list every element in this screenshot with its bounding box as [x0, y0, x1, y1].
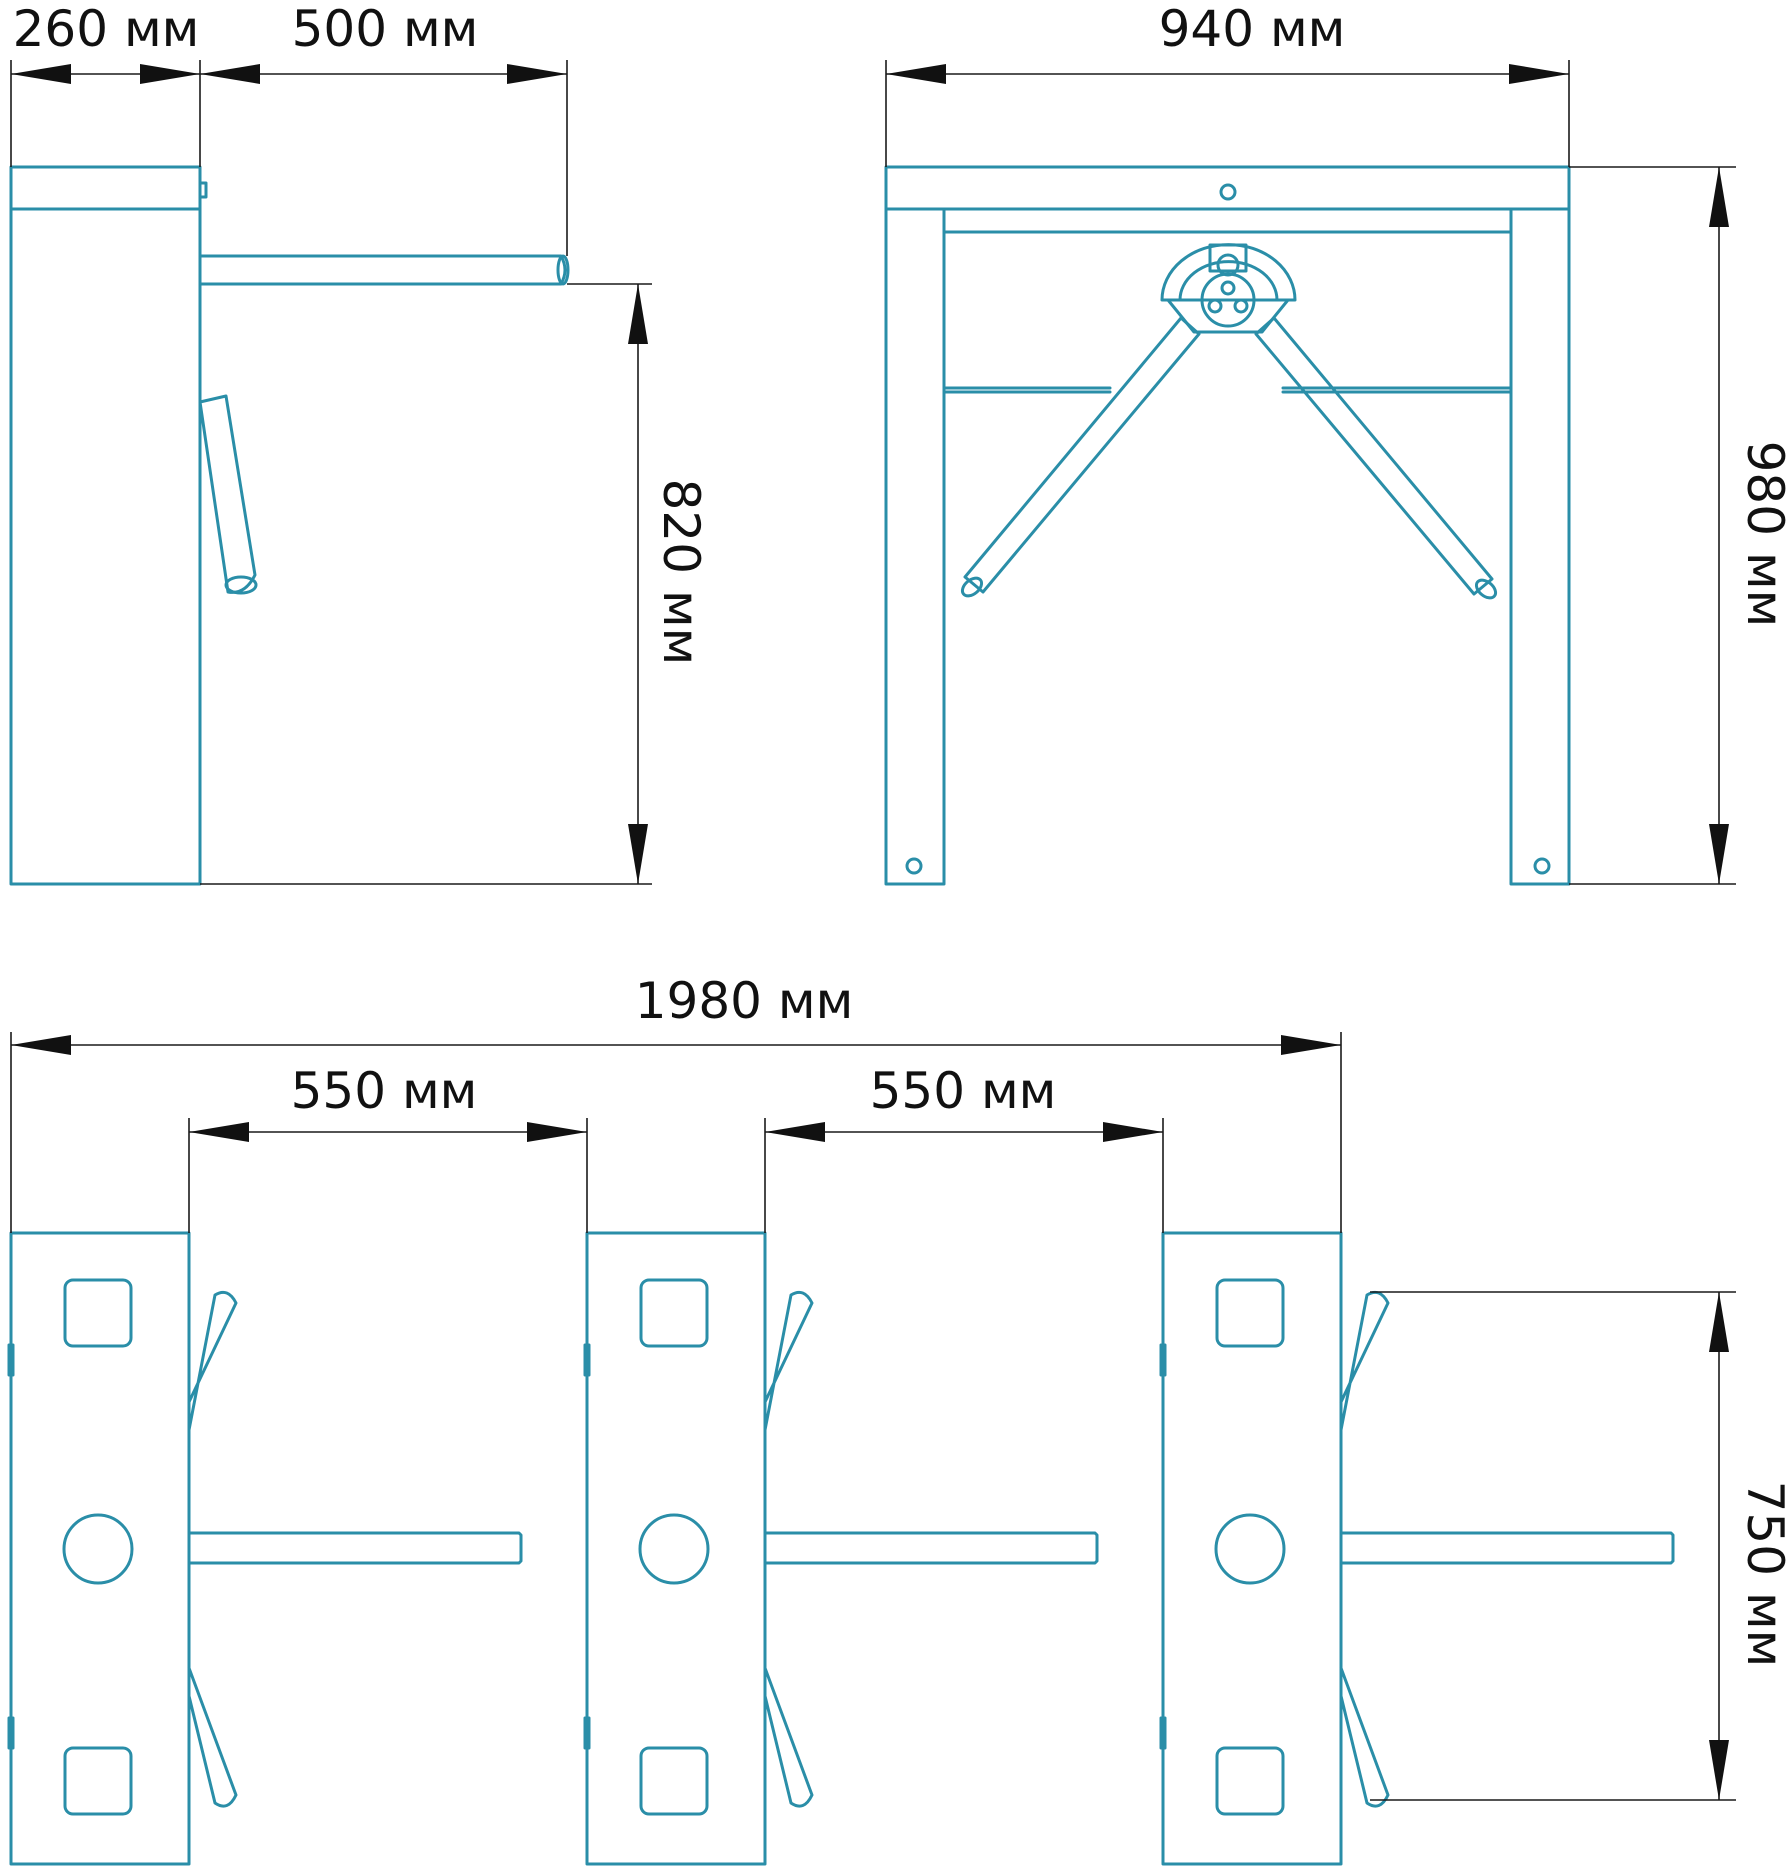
- front-right-leg: [1509, 207, 1571, 886]
- plan-horizontal-arm: [1339, 1531, 1675, 1565]
- side-view: [9, 165, 570, 886]
- plan-passage-2-label: 550 мм: [870, 1062, 1057, 1120]
- front-top-beam: [884, 165, 1571, 211]
- plan-cabinet-3: [1159, 1231, 1675, 1866]
- front-right-arm-end: [1474, 578, 1498, 600]
- front-left-arm-end: [960, 576, 984, 598]
- plan-total-width-label: 1980 мм: [635, 972, 854, 1030]
- side-arm-length-label: 500 мм: [292, 0, 479, 58]
- plan-upper-arm: [187, 1290, 238, 1432]
- plan-square-mount: [63, 1746, 133, 1816]
- plan-square-mount: [639, 1278, 709, 1348]
- plan-dimension-lines: [10, 1032, 1736, 1801]
- plan-lower-arm: [763, 1666, 814, 1808]
- front-width-label: 940 мм: [1159, 0, 1346, 58]
- side-cabinet-body: [9, 207, 202, 886]
- plan-horizontal-arm: [763, 1531, 1099, 1565]
- front-left-leg: [884, 207, 946, 886]
- front-dimension-lines: [885, 60, 1736, 885]
- side-depth-label: 260 мм: [13, 0, 200, 58]
- side-arm-height-label: 820 мм: [652, 479, 710, 666]
- front-height-label: 980 мм: [1736, 441, 1791, 628]
- plan-square-mount: [1215, 1746, 1285, 1816]
- front-right-foot-bolt: [1533, 857, 1551, 875]
- side-dimension-lines: [10, 60, 652, 885]
- front-view: [884, 165, 1571, 886]
- side-angled-arm-end: [224, 575, 258, 595]
- side-arm-end: [556, 254, 570, 286]
- plan-lower-arm: [1339, 1666, 1390, 1808]
- plan-square-mount: [1215, 1278, 1285, 1348]
- plan-square-mount: [63, 1278, 133, 1348]
- plan-depth-label: 750 мм: [1736, 1481, 1791, 1668]
- front-right-arm: [1254, 316, 1494, 596]
- side-angled-arm: [198, 394, 257, 594]
- plan-view: [7, 1231, 1675, 1866]
- side-cabinet-lock-tab: [198, 181, 208, 199]
- side-cabinet-cap: [9, 165, 202, 211]
- plan-cabinet-2: [583, 1231, 1099, 1866]
- plan-round-mount: [638, 1513, 710, 1585]
- plan-round-mount: [1214, 1513, 1286, 1585]
- plan-upper-arm: [763, 1290, 814, 1432]
- plan-horizontal-arm: [187, 1531, 523, 1565]
- plan-upper-arm: [1339, 1290, 1390, 1432]
- plan-square-mount: [639, 1746, 709, 1816]
- side-horizontal-arm: [198, 254, 567, 286]
- plan-lower-arm: [187, 1666, 238, 1808]
- plan-passage-1-label: 550 мм: [291, 1062, 478, 1120]
- plan-cabinet-1: [7, 1231, 523, 1866]
- front-left-foot-bolt: [905, 857, 923, 875]
- front-left-arm: [963, 316, 1201, 594]
- plan-round-mount: [62, 1513, 134, 1585]
- front-top-bolt: [1219, 183, 1237, 201]
